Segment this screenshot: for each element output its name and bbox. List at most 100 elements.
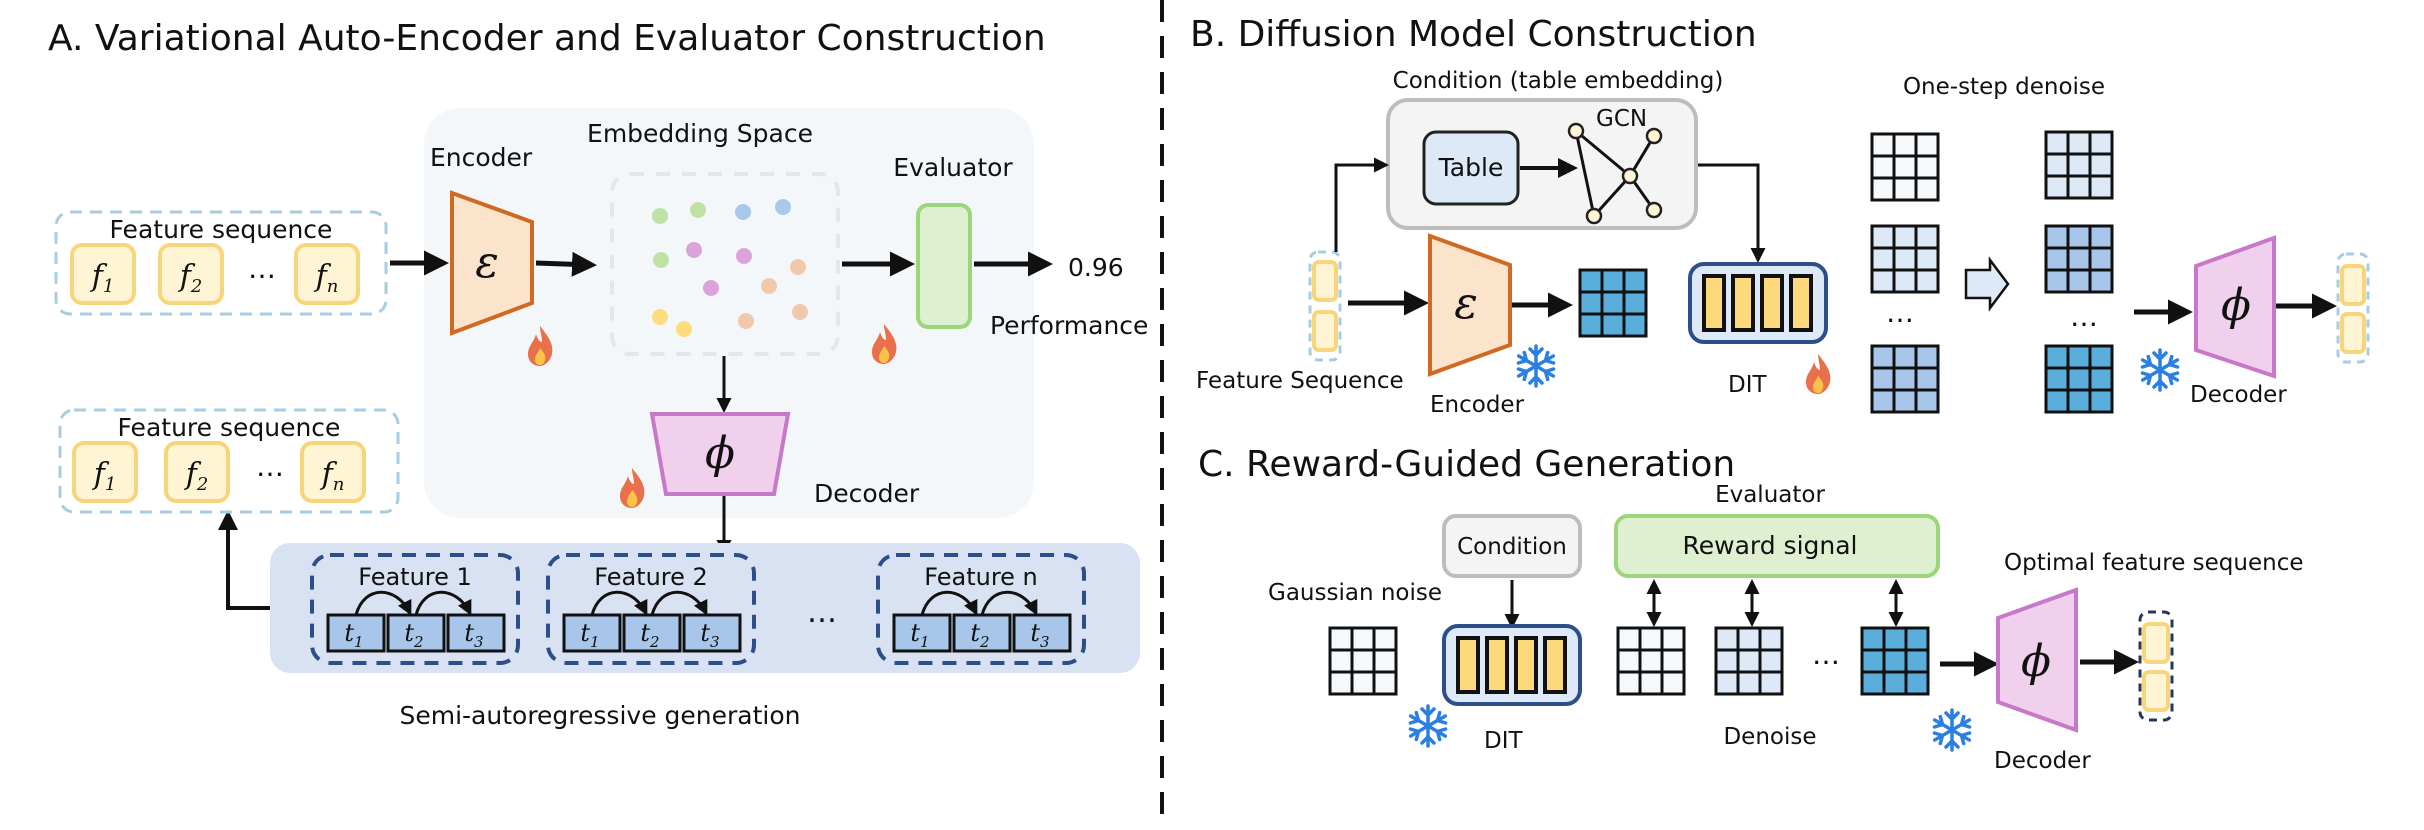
- denoised-grid: [2044, 344, 2114, 414]
- performance-score: 0.96: [1068, 253, 1124, 282]
- grid-cell: [2066, 344, 2092, 370]
- embedding-dot: [790, 259, 806, 275]
- embedding-dot: [703, 280, 719, 296]
- grid-cell: [1328, 626, 1354, 652]
- grid-cell: [1600, 290, 1626, 316]
- b-encoder-symbol: ε: [1454, 278, 1478, 329]
- frozen-snowflake-icon: [1516, 344, 1556, 388]
- grid-cell: [2066, 174, 2092, 200]
- decoder-block: ϕ: [649, 412, 791, 496]
- grid-cell: [1372, 626, 1398, 652]
- svg-text:f2: f2: [178, 259, 203, 297]
- denoise-grid: [1714, 626, 1784, 696]
- optimal-sequence-label: Optimal feature sequence: [2004, 550, 2304, 576]
- grid-cell: [1914, 246, 1940, 272]
- b-decoder-symbol: ϕ: [2221, 280, 2251, 331]
- grid-cell: [1758, 670, 1784, 696]
- grid-cell: [1914, 344, 1940, 370]
- grid-cell: [1914, 224, 1940, 250]
- grid-cell: [1870, 268, 1896, 294]
- token: [682, 613, 742, 653]
- grid-cell: [1600, 312, 1626, 338]
- encoder-label: Encoder: [430, 143, 533, 172]
- embedding-space-box: [610, 172, 840, 356]
- grid-cell: [1758, 626, 1784, 652]
- grid-cell: [1860, 670, 1886, 696]
- embedding-dot: [676, 321, 692, 337]
- grid-cell: [1736, 670, 1762, 696]
- grid-cell: [1914, 388, 1940, 414]
- grid-cell: [1882, 648, 1908, 674]
- grid-cell: [2088, 246, 2114, 272]
- grid-cell: [2088, 388, 2114, 414]
- grid-cell: [2066, 268, 2092, 294]
- grid-cell: [1860, 626, 1886, 652]
- embedding-dot: [653, 252, 669, 268]
- gcn-label: GCN: [1596, 106, 1647, 132]
- c-evaluator-label: Evaluator: [1715, 482, 1825, 508]
- grid-cell: [1622, 312, 1648, 338]
- grid-cell: [2066, 224, 2092, 250]
- optimal-feature-sequence: [2138, 610, 2174, 722]
- arrow-condition-to-dit: [1698, 163, 1766, 263]
- b-dit-block: [1688, 262, 1828, 344]
- grid-cell: [1622, 290, 1648, 316]
- grid-cell: [1882, 670, 1908, 696]
- c-decoder-block: ϕ: [1996, 587, 2078, 733]
- embedding-dot: [738, 313, 754, 329]
- grid-cell: [1736, 626, 1762, 652]
- grid-cell: [2044, 366, 2070, 392]
- gaussian-noise-label: Gaussian noise: [1268, 580, 1442, 606]
- output-feature-sequence: Feature sequence f1 f2 … fn: [58, 408, 400, 514]
- c-condition-label: Condition: [1457, 534, 1567, 560]
- grid-cell: [1600, 268, 1626, 294]
- grid-cell: [1892, 344, 1918, 370]
- token: [446, 613, 506, 653]
- output-seq-label: Feature sequence: [118, 413, 341, 442]
- feature-token: fn: [300, 441, 366, 503]
- output-ellipsis: …: [256, 450, 284, 483]
- token: [1012, 613, 1072, 653]
- grid-cell: [1328, 648, 1354, 674]
- panel-a-title: A. Variational Auto-Encoder and Evaluato…: [48, 18, 1046, 59]
- feature-token: f2: [158, 243, 224, 305]
- grid-cell: [1736, 648, 1762, 674]
- feature-label: Feature 1: [358, 563, 472, 591]
- token: [386, 613, 446, 653]
- arrow-band-to-output: [218, 510, 270, 610]
- dit-layer: [1543, 636, 1567, 694]
- b-input-label: Feature Sequence: [1196, 368, 1404, 394]
- evaluator-block: [916, 203, 972, 329]
- grid-cell: [2088, 152, 2114, 178]
- input-feature-sequence: Feature sequence f1 f2 … fn: [54, 210, 388, 316]
- grid-cell: [1622, 268, 1648, 294]
- feature-token: f1: [72, 441, 138, 503]
- autoregressive-arrow: [590, 590, 648, 616]
- grid-cell: [1914, 366, 1940, 392]
- grid-cell: [2044, 152, 2070, 178]
- grid-cell: [1372, 648, 1398, 674]
- grid-cell: [1870, 246, 1896, 272]
- embedding-dot: [736, 248, 752, 264]
- grid-cell: [1870, 366, 1896, 392]
- grid-cell: [2088, 130, 2114, 156]
- grid-cell: [1578, 312, 1604, 338]
- table-block: [1422, 130, 1520, 206]
- table-label: Table: [1438, 153, 1504, 182]
- embedding-dot: [775, 199, 791, 215]
- denoise-step-arrow: [1964, 256, 2010, 312]
- b-decoder-block: ϕ: [2194, 235, 2276, 379]
- grid-cell: [1714, 626, 1740, 652]
- latent-grid: [1578, 268, 1648, 338]
- b-encoder-label: Encoder: [1430, 392, 1525, 418]
- grid-cell: [1892, 132, 1918, 158]
- feature-token: f2: [164, 441, 230, 503]
- autoregressive-arrow: [980, 590, 1038, 616]
- dit-layer: [1702, 274, 1726, 332]
- grid-cell: [2044, 174, 2070, 200]
- grid-cell: [1714, 670, 1740, 696]
- arrow-input-to-condition: [1334, 157, 1389, 252]
- denoise-grid: [1616, 626, 1686, 696]
